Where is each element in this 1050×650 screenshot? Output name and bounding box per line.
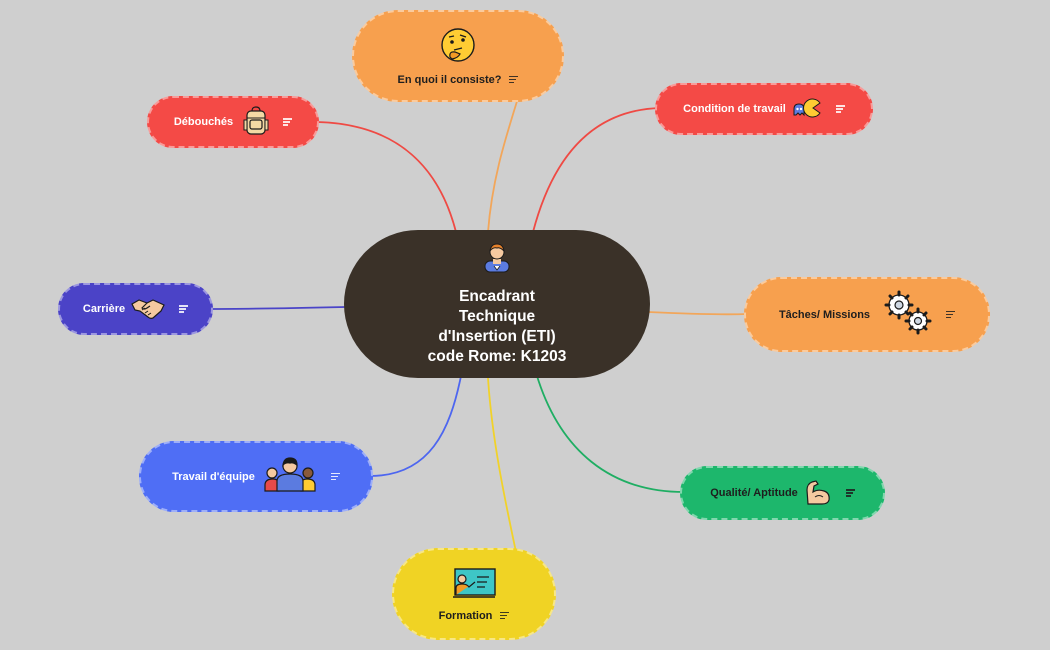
flexed-arm-icon <box>804 478 832 509</box>
gears-icon <box>884 290 932 339</box>
link-travail <box>369 375 462 477</box>
thinking-face-icon <box>440 27 476 66</box>
topic-condition[interactable]: Condition de travail <box>655 83 873 135</box>
central-topic[interactable]: Encadrant Technique d'Insertion (ETI) co… <box>344 230 650 378</box>
link-carriere <box>207 306 347 310</box>
notes-icon[interactable] <box>835 104 845 115</box>
topic-label: En quoi il consiste? <box>397 73 502 86</box>
topic-label: Travail d'équipe <box>172 470 255 483</box>
notes-icon[interactable] <box>946 309 956 320</box>
topic-label: Qualité/ Aptitude <box>710 487 798 499</box>
teacher-board-icon <box>451 567 497 604</box>
topic-qualite[interactable]: Qualité/ Aptitude <box>680 466 885 520</box>
topic-label: Formation <box>438 609 493 622</box>
topic-label: Débouchés <box>173 116 234 128</box>
team-icon <box>263 457 317 496</box>
topic-carriere[interactable]: Carrière <box>58 283 213 335</box>
link-condition <box>532 107 661 233</box>
notes-icon[interactable] <box>330 471 340 482</box>
handshake-icon <box>131 296 165 323</box>
pacman-icon <box>792 97 822 122</box>
notes-icon[interactable] <box>500 610 510 621</box>
notes-icon[interactable] <box>283 117 293 128</box>
notes-icon[interactable] <box>509 74 519 85</box>
central-topic-title: Encadrant Technique d'Insertion (ETI) co… <box>427 288 567 365</box>
topic-label: Carrière <box>82 303 126 315</box>
link-debouches <box>316 121 457 233</box>
topic-label: Tâches/ Missions <box>778 308 871 321</box>
notes-icon[interactable] <box>179 304 189 315</box>
topic-taches[interactable]: Tâches/ Missions <box>744 277 990 352</box>
worker-avatar-icon <box>482 241 512 279</box>
link-formation <box>487 377 517 553</box>
topic-formation[interactable]: Formation <box>392 548 556 640</box>
topic-en-quoi[interactable]: En quoi il consiste? <box>352 10 564 102</box>
topic-debouches[interactable]: Débouchés <box>147 96 319 148</box>
backpack-icon <box>243 105 269 139</box>
link-taches <box>647 311 749 316</box>
link-qualite <box>536 375 685 493</box>
topic-label: Condition de travail <box>683 103 786 115</box>
link-en-quoi <box>487 97 519 233</box>
topic-travail[interactable]: Travail d'équipe <box>139 441 373 512</box>
notes-icon[interactable] <box>845 488 855 499</box>
